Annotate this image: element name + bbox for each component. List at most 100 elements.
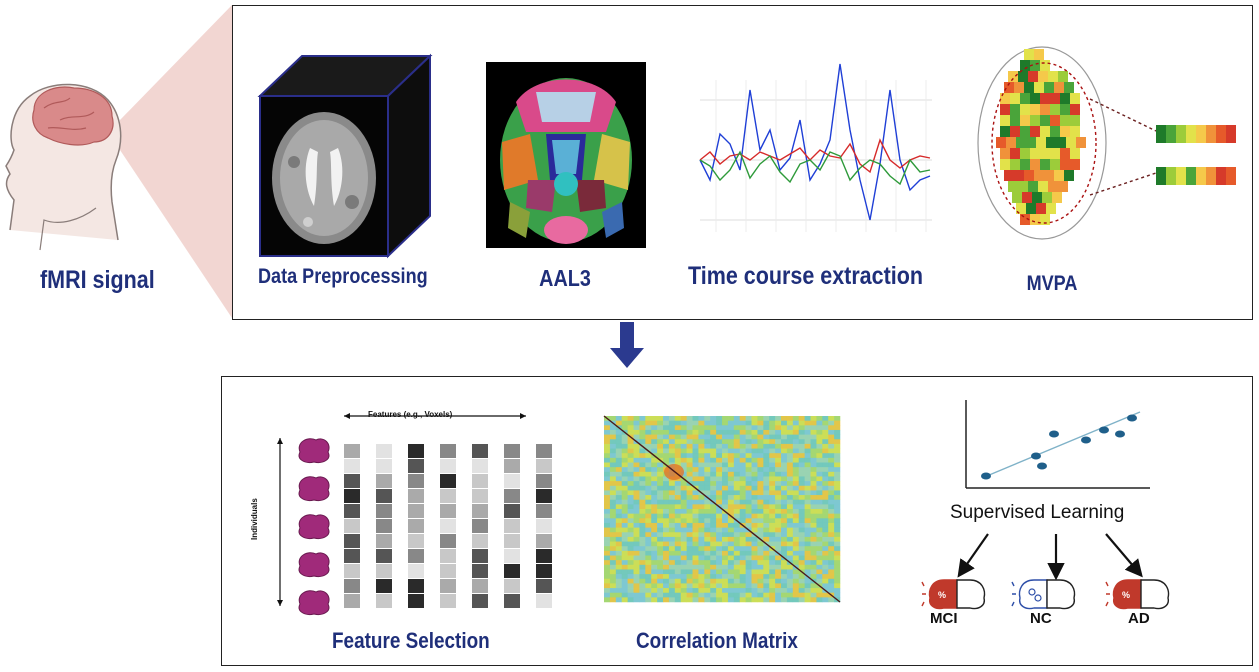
feature-vector-cell	[1206, 167, 1216, 185]
feature-cell	[472, 489, 488, 503]
correlation-matrix-label: Correlation Matrix	[636, 628, 798, 653]
feature-cell	[472, 459, 488, 473]
voxel-cell	[1046, 137, 1056, 148]
nc-brain-icon	[1011, 579, 1076, 610]
feature-cell	[344, 504, 360, 518]
voxel-cell	[1030, 60, 1040, 71]
voxel-cell	[1040, 148, 1050, 159]
voxel-cell	[1034, 170, 1044, 181]
feature-cell	[344, 444, 360, 458]
voxel-cell	[1030, 214, 1040, 225]
voxel-cell	[1044, 82, 1054, 93]
voxel-cell	[1038, 181, 1048, 192]
feature-vector-cell	[1216, 167, 1226, 185]
feature-cell	[344, 489, 360, 503]
voxel-cell	[1030, 126, 1040, 137]
voxel-cell	[1006, 137, 1016, 148]
feature-vector-cell	[1186, 125, 1196, 143]
voxel-cell	[1020, 148, 1030, 159]
voxel-cell	[1060, 93, 1070, 104]
feature-vector-cell	[1196, 125, 1206, 143]
voxel-cell	[1060, 148, 1070, 159]
voxel-cell	[1010, 126, 1020, 137]
voxel-cell	[1042, 192, 1052, 203]
feature-cell	[408, 459, 424, 473]
aal3-label: AAL3	[539, 265, 591, 291]
brain-volume-cube	[257, 53, 433, 259]
time-course-plot	[699, 63, 932, 232]
matrix-diagonal	[603, 415, 841, 603]
voxel-cell	[1008, 181, 1018, 192]
voxel-cell	[1048, 71, 1058, 82]
feature-vector-cell	[1226, 125, 1236, 143]
feature-cell	[440, 474, 456, 488]
voxel-cell	[1024, 82, 1034, 93]
voxel-cell	[1018, 181, 1028, 192]
feature-cell	[344, 579, 360, 593]
feature-cell	[408, 594, 424, 608]
feature-cell	[376, 564, 392, 578]
feature-vector-cell	[1176, 167, 1186, 185]
voxel-cell	[1020, 126, 1030, 137]
feature-cell	[344, 474, 360, 488]
voxel-cell	[1036, 203, 1046, 214]
feature-cell	[536, 489, 552, 503]
voxel-cell	[1050, 115, 1060, 126]
mvpa-label: MVPA	[1026, 272, 1078, 295]
class-label-mci: MCI	[930, 610, 958, 627]
voxel-cell	[1020, 159, 1030, 170]
individual-brain-icon	[298, 552, 330, 577]
voxel-cell	[1058, 181, 1068, 192]
feature-cell	[408, 489, 424, 503]
feature-cell	[472, 549, 488, 563]
voxel-cell	[1054, 170, 1064, 181]
feature-cell	[440, 459, 456, 473]
features-axis-label: Features (e.g., Voxels)	[368, 410, 453, 419]
voxel-cell	[1020, 104, 1030, 115]
feature-cell	[504, 519, 520, 533]
supervised-learning-label: Supervised Learning	[950, 502, 1125, 523]
ad-brain-icon: %	[1105, 579, 1170, 610]
feature-cell	[408, 549, 424, 563]
feature-cell	[536, 504, 552, 518]
class-label-ad: AD	[1128, 610, 1150, 627]
feature-cell	[536, 579, 552, 593]
feature-cell	[344, 459, 360, 473]
voxel-cell	[996, 137, 1006, 148]
feature-cell	[472, 594, 488, 608]
voxel-cell	[1024, 170, 1034, 181]
feature-cell	[376, 504, 392, 518]
voxel-cell	[1066, 137, 1076, 148]
voxel-cell	[1000, 104, 1010, 115]
voxel-cell	[1010, 104, 1020, 115]
voxel-cell	[1040, 126, 1050, 137]
individual-brain-icon	[298, 438, 330, 463]
brain-icon	[32, 86, 114, 146]
voxel-cell	[1052, 192, 1062, 203]
voxel-cell	[1026, 203, 1036, 214]
voxel-cell	[1064, 170, 1074, 181]
feature-cell	[504, 564, 520, 578]
feature-cell	[376, 459, 392, 473]
feature-cell	[472, 504, 488, 518]
mvpa-voxel-grid	[977, 46, 1236, 240]
voxel-cell	[1040, 104, 1050, 115]
voxel-cell	[1010, 148, 1020, 159]
feature-cell	[408, 444, 424, 458]
aal3-atlas-image	[486, 62, 646, 248]
feature-cell	[504, 474, 520, 488]
timecourse-series-line	[699, 150, 931, 186]
voxel-cell	[1060, 126, 1070, 137]
feature-vector-cell	[1206, 125, 1216, 143]
data-preprocessing-label: Data Preprocessing	[258, 265, 428, 288]
feature-cell	[440, 549, 456, 563]
mci-brain-icon: %	[921, 579, 986, 610]
feature-cell	[536, 549, 552, 563]
voxel-cell	[1028, 181, 1038, 192]
feature-cell	[344, 549, 360, 563]
voxel-cell	[1040, 60, 1050, 71]
voxel-cell	[1076, 137, 1086, 148]
feature-cell	[504, 504, 520, 518]
feature-cell	[408, 534, 424, 548]
individual-brain-icon	[298, 476, 330, 501]
